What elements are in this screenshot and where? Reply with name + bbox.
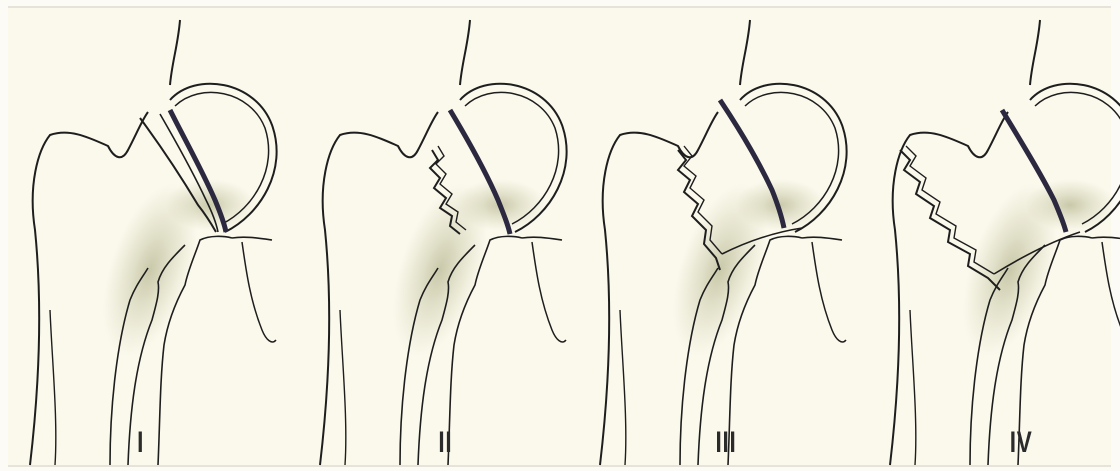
- panel-label-3: III: [716, 428, 737, 458]
- panel-3-femur: [600, 20, 847, 465]
- panel-4-femur: [890, 20, 1120, 465]
- panel-label-2: II: [438, 428, 452, 458]
- panel-1-femur: [30, 20, 277, 465]
- panel-label-1: I: [137, 428, 144, 458]
- panel-2-femur: [320, 20, 567, 465]
- panel-label-4: IV: [1010, 428, 1033, 458]
